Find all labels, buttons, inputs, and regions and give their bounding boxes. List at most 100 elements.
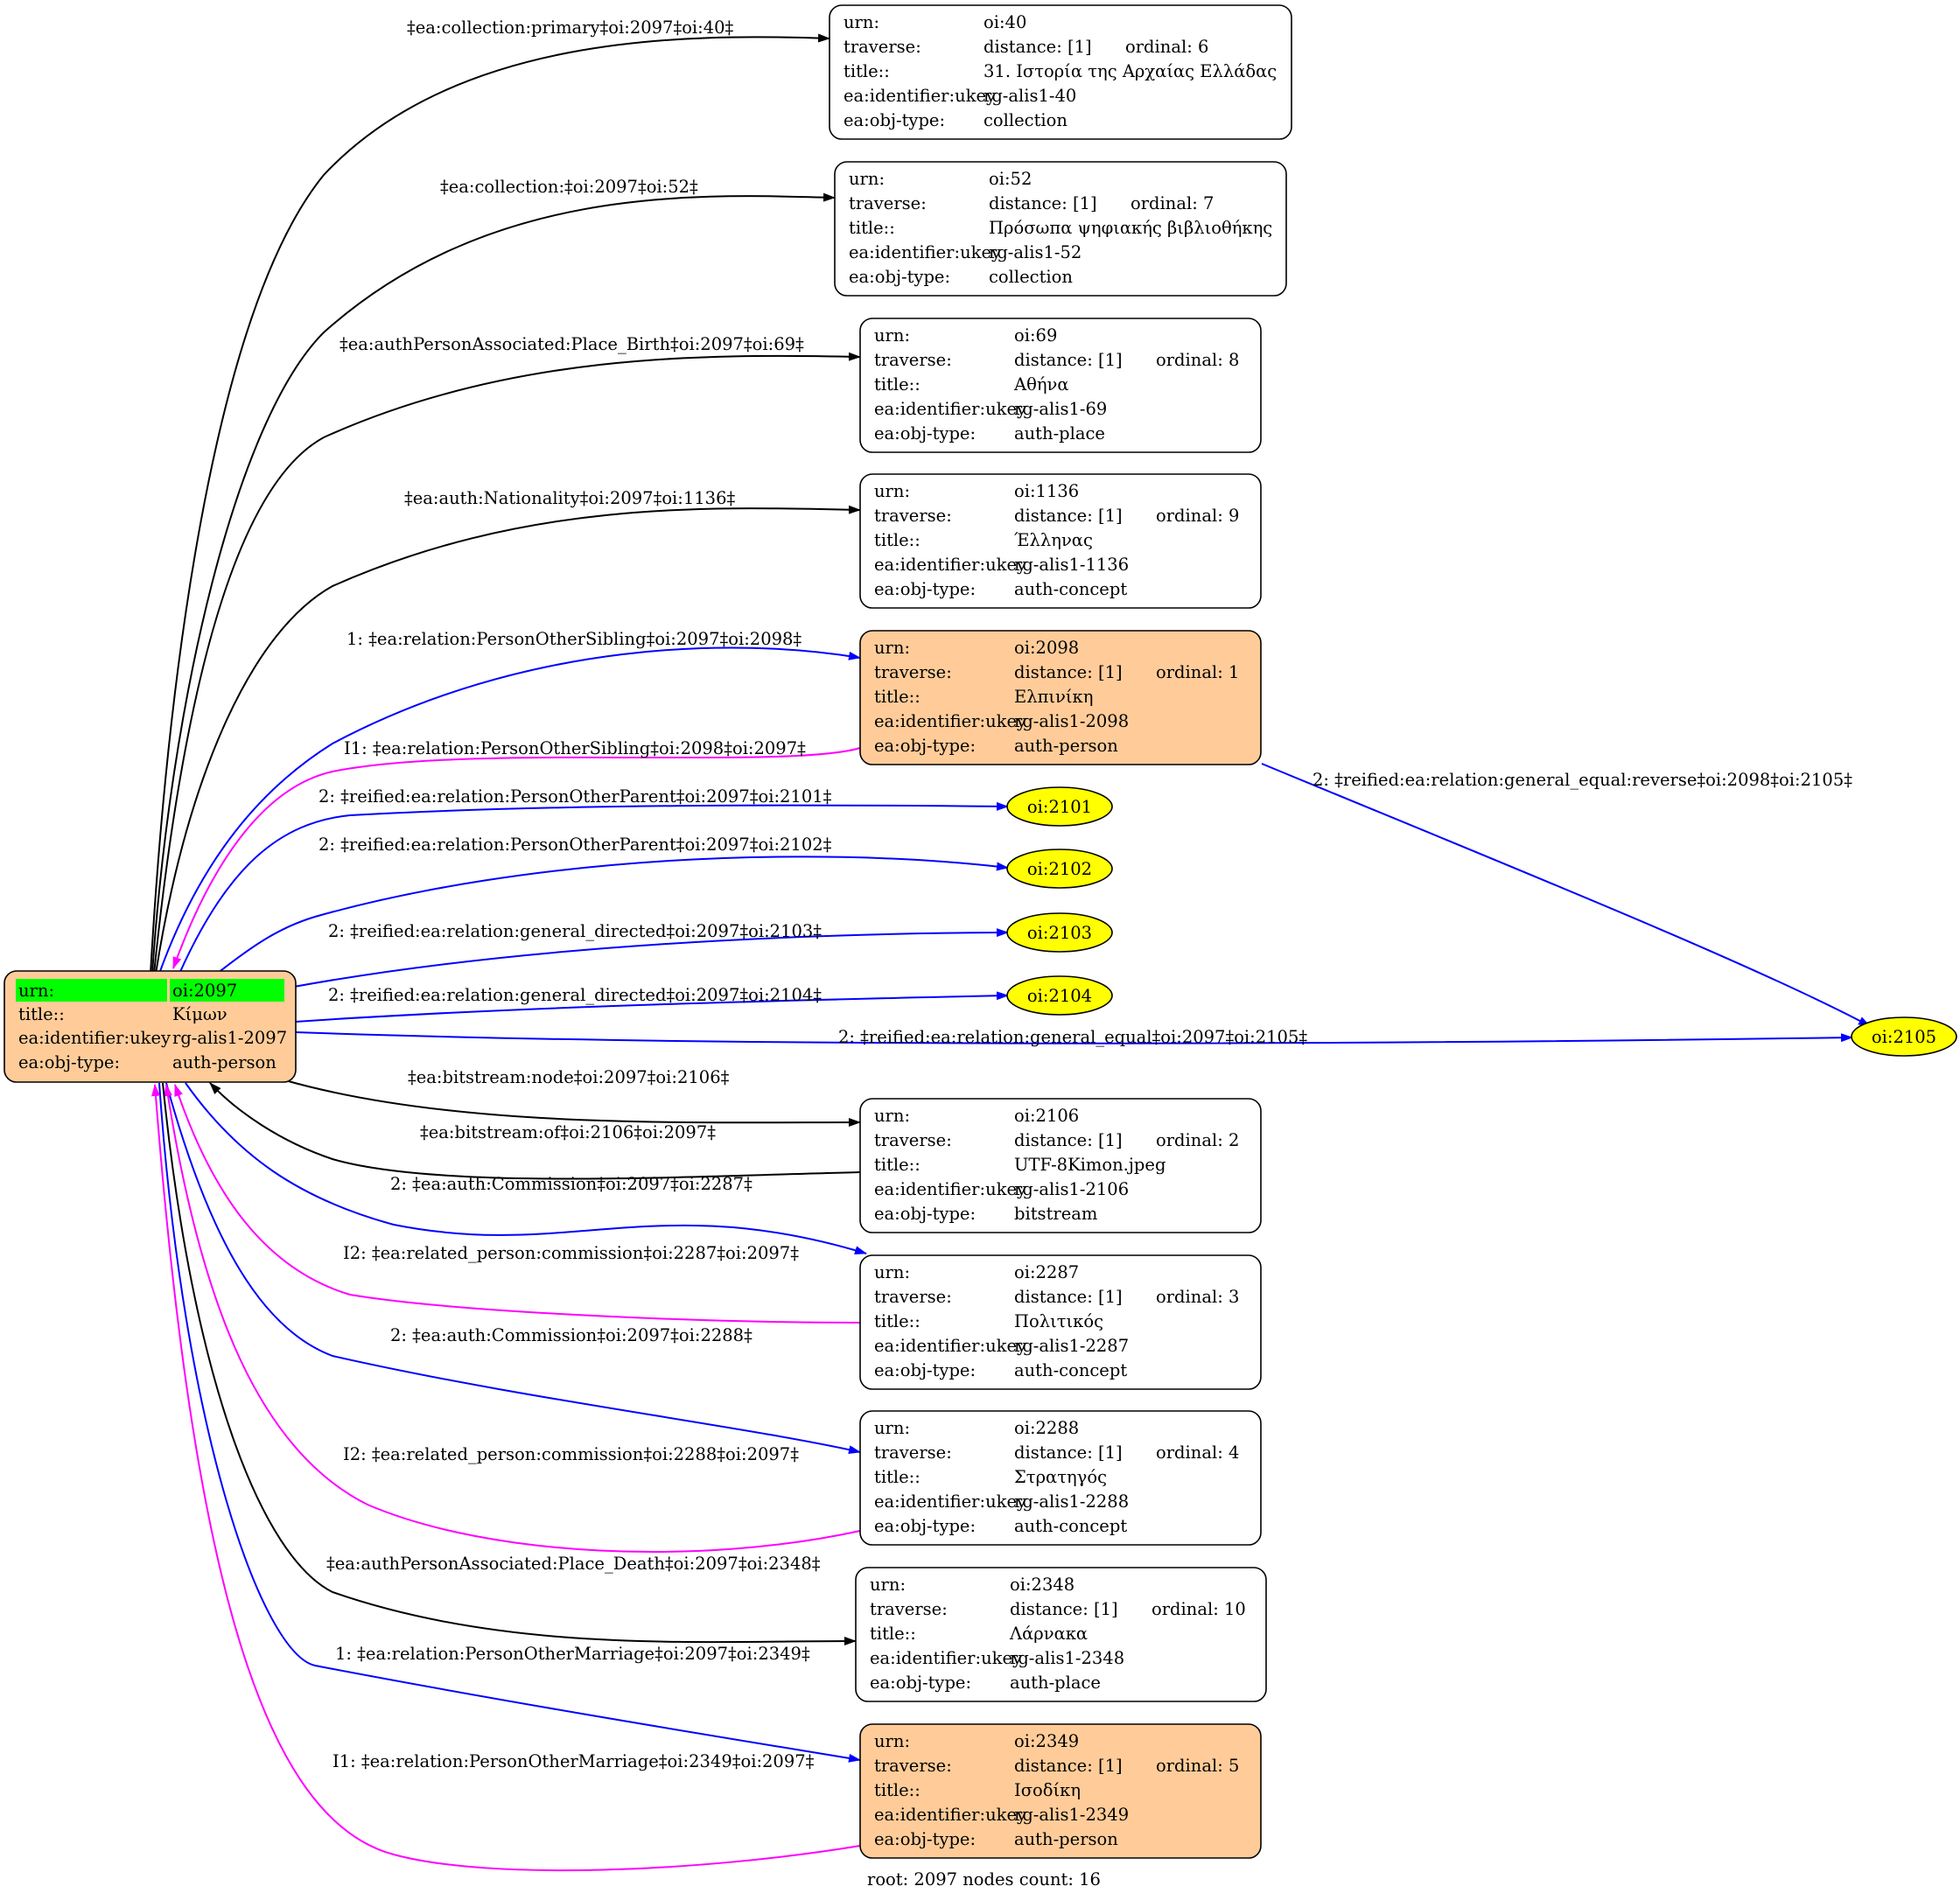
edge[interactable]: I1: ‡ea:relation:PersonOtherSibling‡oi:2… bbox=[172, 738, 861, 969]
edge[interactable]: I2: ‡ea:related_person:commission‡oi:228… bbox=[174, 1084, 861, 1324]
edge-label: 2: ‡reified:ea:relation:general_equal:re… bbox=[1312, 770, 1852, 790]
edges: ‡ea:collection:primary‡oi:2097‡oi:40‡ ‡e… bbox=[150, 17, 1871, 1872]
edge[interactable]: ‡ea:collection:primary‡oi:2097‡oi:40‡ bbox=[150, 17, 830, 974]
record-distance-label: traverse: bbox=[870, 1599, 948, 1619]
record-type: collection bbox=[989, 267, 1073, 287]
edge-label: ‡ea:authPersonAssociated:Place_Birth‡oi:… bbox=[340, 334, 804, 354]
edge[interactable]: ‡ea:authPersonAssociated:Place_Birth‡oi:… bbox=[153, 334, 861, 974]
edge[interactable]: 2: ‡reified:ea:relation:PersonOtherParen… bbox=[216, 835, 1009, 974]
record-urn-label: urn: bbox=[844, 12, 879, 32]
edge-line bbox=[209, 1082, 861, 1180]
record-type-label: ea:obj-type: bbox=[874, 579, 976, 599]
record-node-box bbox=[859, 1254, 1262, 1390]
edge[interactable]: 2: ‡reified:ea:relation:general_directed… bbox=[293, 921, 1009, 988]
record-type: auth-concept bbox=[1014, 1360, 1127, 1380]
edge[interactable]: 2: ‡reified:ea:relation:general_equal:re… bbox=[1261, 763, 1871, 1027]
record-ordinal: ordinal: 4 bbox=[1156, 1442, 1239, 1463]
oi-ellipse-node[interactable]: oi:2102 bbox=[1006, 849, 1113, 889]
record-urn-label: urn: bbox=[874, 1731, 910, 1751]
record-title: Ελπινίκη bbox=[1014, 687, 1093, 707]
record-ukey: rg-alis1-52 bbox=[989, 242, 1082, 262]
oi-ellipse-node[interactable]: oi:2101 bbox=[1006, 786, 1113, 827]
edge-line bbox=[153, 352, 861, 974]
record-urn: oi:2106 bbox=[1014, 1106, 1079, 1126]
record-node-box bbox=[829, 4, 1292, 140]
record-ukey-label: ea:identifier:ukey bbox=[844, 86, 996, 106]
edge[interactable]: 2: ‡reified:ea:relation:general_equal‡oi… bbox=[295, 1027, 1853, 1047]
oi-ellipse-node[interactable]: oi:2104 bbox=[1006, 975, 1113, 1016]
oi-ellipse-label: oi:2104 bbox=[1027, 986, 1092, 1006]
edge[interactable]: 2: ‡ea:auth:Commission‡oi:2097‡oi:2287‡ bbox=[185, 1082, 867, 1255]
record-title-label: title:: bbox=[844, 61, 890, 81]
record-type-label: ea:obj-type: bbox=[874, 1204, 976, 1224]
edge-label: I2: ‡ea:related_person:commission‡oi:228… bbox=[343, 1243, 799, 1263]
oi-ellipse-node[interactable]: oi:2103 bbox=[1006, 912, 1113, 953]
root-type: auth-person bbox=[172, 1052, 276, 1072]
record-urn: oi:1136 bbox=[1014, 481, 1079, 501]
record-title-label: title:: bbox=[870, 1624, 916, 1644]
record-type-label: ea:obj-type: bbox=[849, 267, 950, 287]
root-urn: oi:2097 bbox=[172, 981, 237, 1001]
record-type-label: ea:obj-type: bbox=[874, 1829, 976, 1849]
record-node-box bbox=[859, 1098, 1262, 1233]
root-urn-label: urn: bbox=[18, 981, 54, 1001]
edge[interactable]: 1: ‡ea:relation:PersonOtherMarriage‡oi:2… bbox=[158, 1082, 861, 1763]
record-title: UTF-8Kimon.jpeg bbox=[1014, 1155, 1166, 1175]
edge[interactable]: 2: ‡reified:ea:relation:general_directed… bbox=[295, 985, 1009, 1023]
record-ukey-label: ea:identifier:ukey bbox=[874, 1336, 1026, 1356]
oi-ellipse-node[interactable]: oi:2105 bbox=[1851, 1016, 1957, 1057]
record-urn-label: urn: bbox=[874, 325, 910, 346]
record-type-label: ea:obj-type: bbox=[874, 1360, 976, 1380]
edge[interactable]: 1: ‡ea:relation:PersonOtherSibling‡oi:20… bbox=[158, 629, 861, 974]
edge-line bbox=[162, 1082, 857, 1646]
record-distance-label: traverse: bbox=[849, 193, 927, 213]
record-title-label: title:: bbox=[874, 1155, 920, 1175]
record-node-box bbox=[859, 1410, 1262, 1546]
record-urn: oi:52 bbox=[989, 169, 1032, 189]
edge-label: 2: ‡ea:auth:Commission‡oi:2097‡oi:2288‡ bbox=[390, 1325, 752, 1345]
edge[interactable]: ‡ea:bitstream:of‡oi:2106‡oi:2097‡ bbox=[209, 1082, 861, 1180]
edge[interactable]: ‡ea:auth:Nationality‡oi:2097‡oi:1136‡ bbox=[155, 488, 861, 974]
record-ordinal: ordinal: 1 bbox=[1156, 662, 1239, 682]
record-urn: oi:2349 bbox=[1014, 1731, 1079, 1751]
record-distance-label: traverse: bbox=[844, 37, 921, 57]
record-node-box bbox=[834, 161, 1287, 297]
edge-line bbox=[174, 1084, 861, 1324]
record-urn-label: urn: bbox=[874, 638, 910, 658]
record-title: Πολιτικός bbox=[1014, 1311, 1103, 1331]
root-title-label: title:: bbox=[18, 1004, 65, 1024]
edge[interactable]: 2: ‡reified:ea:relation:PersonOtherParen… bbox=[178, 786, 1009, 974]
record-type: collection bbox=[984, 110, 1068, 130]
record-urn: oi:2288 bbox=[1014, 1418, 1079, 1438]
edge[interactable]: ‡ea:authPersonAssociated:Place_Death‡oi:… bbox=[162, 1082, 857, 1646]
edge[interactable]: ‡ea:collection:‡oi:2097‡oi:52‡ bbox=[151, 177, 836, 974]
oi-ellipse-label: oi:2103 bbox=[1027, 923, 1092, 943]
edge[interactable]: ‡ea:bitstream:node‡oi:2097‡oi:2106‡ bbox=[284, 1067, 861, 1128]
edge-label: ‡ea:collection:primary‡oi:2097‡oi:40‡ bbox=[407, 17, 734, 38]
edge-line bbox=[1261, 763, 1871, 1027]
record-distance: distance: [1] bbox=[989, 193, 1097, 213]
record-node-box bbox=[859, 318, 1262, 453]
oi-ellipse-label: oi:2101 bbox=[1027, 797, 1092, 817]
record-ukey-label: ea:identifier:ukey bbox=[870, 1648, 1022, 1668]
edge[interactable]: 2: ‡ea:auth:Commission‡oi:2097‡oi:2288‡ bbox=[165, 1082, 861, 1455]
record-ukey: rg-alis1-2288 bbox=[1014, 1491, 1129, 1512]
record-ukey-label: ea:identifier:ukey bbox=[874, 711, 1026, 731]
edge-label: ‡ea:bitstream:node‡oi:2097‡oi:2106‡ bbox=[408, 1067, 730, 1087]
edge-line bbox=[151, 192, 836, 974]
edge[interactable]: I2: ‡ea:related_person:commission‡oi:228… bbox=[164, 1084, 861, 1553]
record-type-label: ea:obj-type: bbox=[874, 423, 976, 444]
root-node[interactable]: urn: oi:2097 title:: Κίμων ea:identifier… bbox=[4, 970, 297, 1083]
record-ordinal: ordinal: 2 bbox=[1156, 1130, 1239, 1150]
edge[interactable]: I1: ‡ea:relation:PersonOtherMarriage‡oi:… bbox=[151, 1084, 861, 1872]
